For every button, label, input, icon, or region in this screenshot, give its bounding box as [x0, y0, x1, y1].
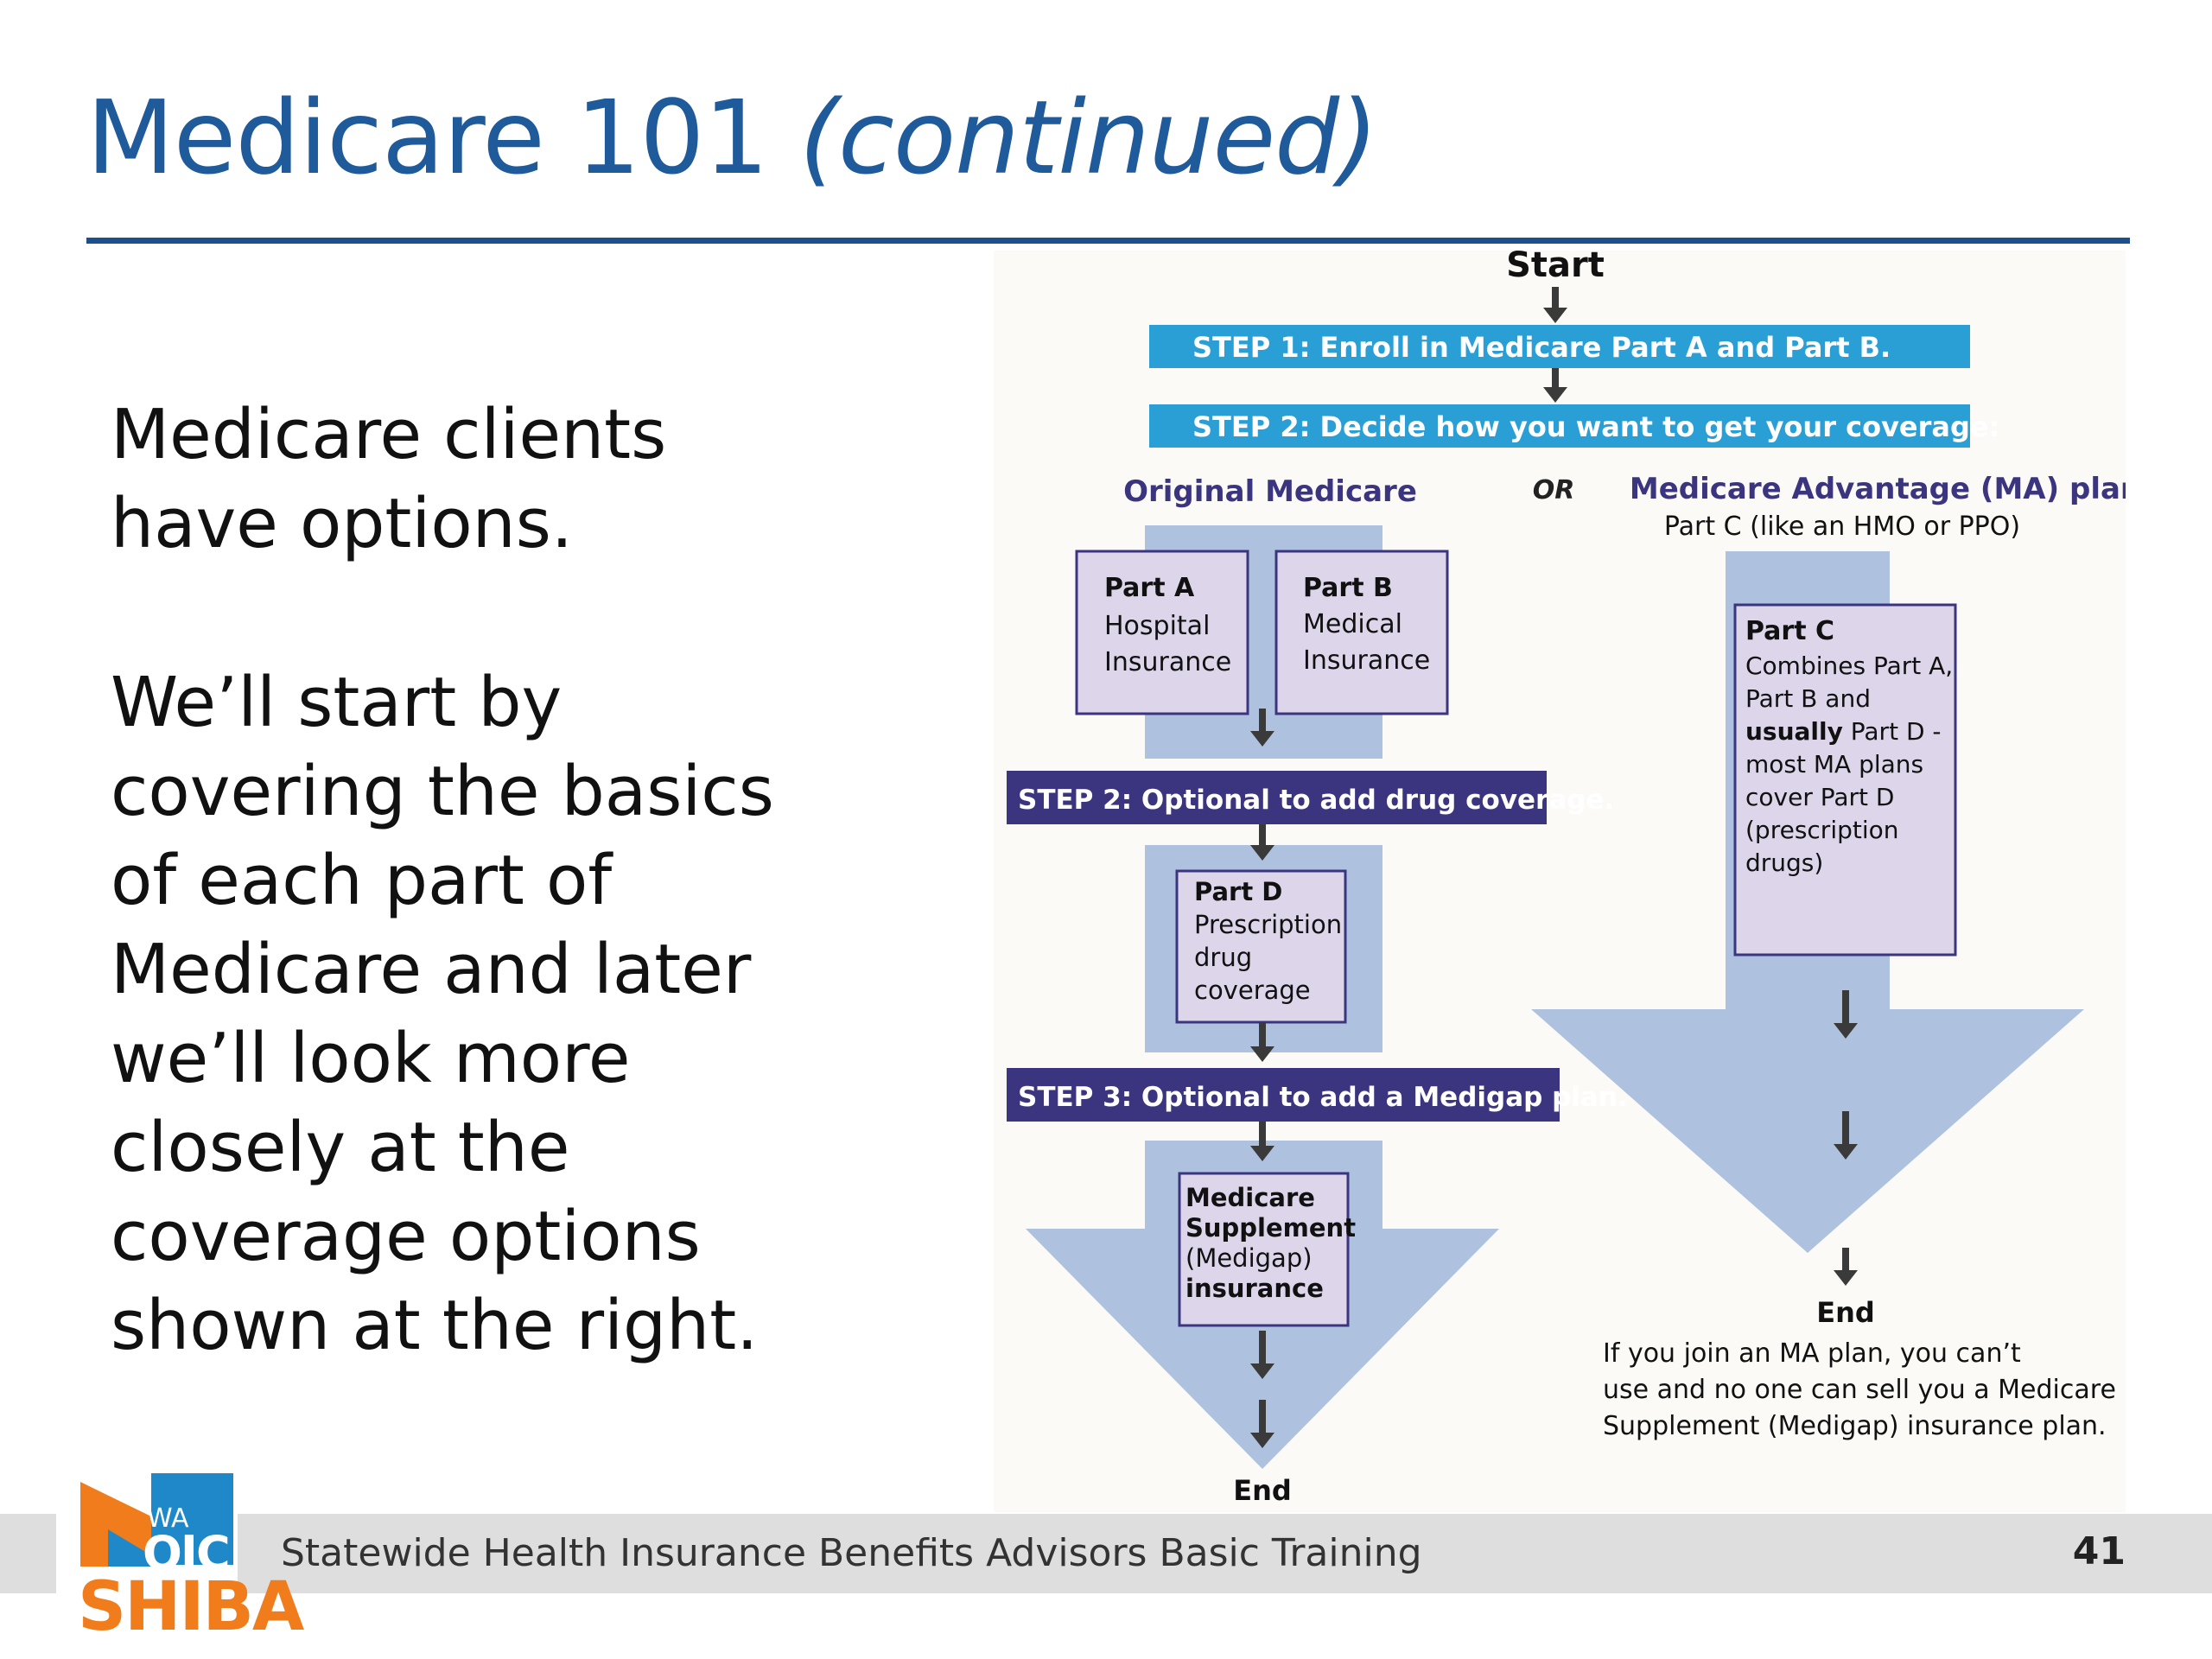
ma-note-line: If you join an MA plan, you can’t [1603, 1338, 2021, 1369]
medigap-line1: Medicare [1185, 1183, 1315, 1212]
step3-arrow [1250, 1122, 1274, 1161]
basics-paragraph: We’ll start by covering the basics of ea… [111, 663, 774, 1365]
medigap-line3: (Medigap) [1185, 1243, 1313, 1273]
ma-arrow [1834, 1111, 1858, 1160]
end-right-label: End [1816, 1296, 1875, 1329]
part-c-bold-word: usually [1745, 717, 1843, 746]
step2-drug-label: STEP 2: Optional to add drug coverage. [1018, 785, 1614, 816]
part-c-line: (prescription [1745, 816, 1899, 844]
ma-note-line: use and no one can sell you a Medicare [1603, 1375, 2116, 1405]
part-d-line: Prescription [1194, 910, 1342, 939]
ma-arrow [1834, 990, 1858, 1039]
left-end-arrow [1250, 1400, 1274, 1448]
part-d-line: coverage [1194, 976, 1311, 1005]
start-arrow [1543, 287, 1567, 323]
step2-drug-arrow [1250, 824, 1274, 861]
part-c-line: cover Part D [1745, 783, 1894, 811]
step2-label: STEP 2: Decide how you want to get your … [1192, 410, 1999, 443]
oic-shiba-logo [56, 1473, 238, 1655]
part-c-usually-line: usually Part D - [1745, 717, 1942, 746]
logo-wa-text: WA [147, 1503, 189, 1534]
part-a-box [1075, 550, 1249, 715]
footer-bar [0, 1514, 2212, 1593]
medigap-line2: Supplement [1185, 1213, 1356, 1243]
logo-oic-text: OIC [143, 1526, 231, 1580]
medigap-arrow [1250, 1331, 1274, 1379]
part-c-after-bold: Part D - [1843, 717, 1942, 746]
part-b-title: Part B [1303, 573, 1393, 603]
step2-bar [1149, 404, 1970, 448]
part-d-box [1175, 869, 1347, 1024]
ma-subheading: Part C (like an HMO or PPO) [1664, 512, 2020, 542]
or-label: OR [1533, 475, 1575, 505]
step2-drug-bar [1007, 771, 1547, 824]
slide-title: Medicare 101 (continued) [86, 86, 1378, 188]
part-c-title: Part C [1745, 616, 1834, 646]
part-a-line: Hospital [1104, 611, 1210, 641]
logo-shiba-text: SHIBA [78, 1568, 304, 1646]
step3-label: STEP 3: Optional to add a Medigap plan. [1018, 1082, 1628, 1113]
title-continued: (continued) [799, 78, 1378, 197]
part-c-line: most MA plans [1745, 750, 1923, 779]
part-b-line: Insurance [1303, 645, 1430, 676]
part-a-title: Part A [1104, 573, 1195, 603]
title-divider [86, 238, 2130, 244]
step1-arrow [1543, 368, 1567, 403]
intro-paragraph: Medicare clients have options. [111, 395, 667, 563]
step3-bar [1007, 1068, 1560, 1122]
medigap-box [1178, 1172, 1350, 1327]
part-d-title: Part D [1194, 877, 1282, 906]
page-number: 41 [2072, 1529, 2126, 1573]
title-main: Medicare 101 [86, 78, 800, 197]
step1-label: STEP 1: Enroll in Medicare Part A and Pa… [1192, 331, 1891, 364]
part-c-line: Part B and [1745, 684, 1871, 713]
part-c-box [1733, 603, 1957, 957]
ma-end-arrow [1834, 1248, 1858, 1286]
part-c-line: Combines Part A, [1745, 652, 1953, 680]
start-label: Start [1506, 251, 1605, 285]
medigap-line4: insurance [1185, 1274, 1324, 1303]
part-c-line: drugs) [1745, 849, 1823, 877]
end-left-label: End [1233, 1474, 1292, 1507]
part-d-arrow [1250, 1022, 1274, 1062]
original-medicare-heading: Original Medicare [1123, 474, 1417, 509]
footer-title: Statewide Health Insurance Benefits Advi… [281, 1531, 1422, 1575]
ma-note-line: Supplement (Medigap) insurance plan. [1603, 1411, 2107, 1441]
step1-bar [1149, 325, 1970, 368]
part-a-line: Insurance [1104, 647, 1231, 677]
part-b-line: Medical [1303, 609, 1402, 639]
medicare-flowchart: Start STEP 1: Enroll in Medicare Part A … [994, 251, 2126, 1512]
part-d-line: drug [1194, 943, 1252, 972]
part-b-box [1274, 550, 1449, 715]
ma-heading: Medicare Advantage (MA) plan [1630, 472, 2126, 506]
parts-ab-arrow [1250, 709, 1274, 747]
